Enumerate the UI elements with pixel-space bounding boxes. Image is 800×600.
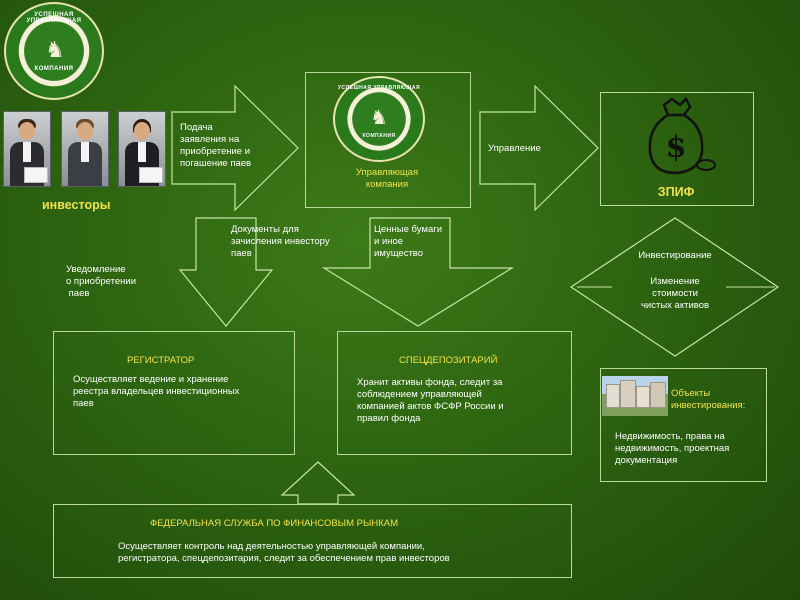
mc-logo-arc-text: УСПЕШНАЯ УПРАВЛЯЮЩАЯ: [337, 85, 421, 91]
objects-box: [600, 368, 767, 482]
notification-text: Уведомление о приобретении паев: [66, 264, 137, 299]
diamond-investing: [569, 217, 780, 357]
depositary-text: Хранит активы фонда, следит за соблюдени…: [357, 377, 504, 424]
fsfr-text: Осуществляет контроль над деятельностью …: [118, 541, 450, 564]
depositary-box: [337, 331, 572, 455]
arrow-securities: [321, 217, 515, 327]
mc-logo-inner-text: КОМПАНИЯ: [362, 133, 396, 139]
logo-badge: УСПЕШНАЯ УПРАВЛЯЮЩАЯ ♞ КОМПАНИЯ: [4, 2, 104, 100]
money-bag-icon: $: [648, 96, 716, 175]
svg-text:$: $: [666, 130, 687, 165]
arrow-oversight: [280, 461, 356, 505]
investor-photo-2: [61, 111, 109, 187]
fsfr-box: [53, 504, 572, 578]
registrar-text: Осуществляет ведение и хранение реестра …: [73, 374, 240, 409]
objects-text: Недвижимость, права на недвижимость, про…: [615, 431, 730, 466]
depositary-title: СПЕЦДЕПОЗИТАРИЙ: [399, 355, 498, 366]
leopard-icon: ♞: [370, 107, 388, 129]
diamond-bottom-text: Изменение стоимости чистых активов: [640, 276, 710, 311]
fund-label: ЗПИФ: [657, 185, 695, 199]
management-company-logo: УСПЕШНАЯ УПРАВЛЯЮЩАЯ ♞ КОМПАНИЯ: [333, 76, 425, 162]
fund-box: [600, 92, 754, 206]
arrow-documents: [178, 217, 274, 327]
investors-label: инвесторы: [42, 198, 111, 212]
registrar-title: РЕГИСТРАТОР: [127, 355, 195, 366]
objects-title: Объекты инвестирования:: [671, 388, 746, 411]
investor-photo-1: [3, 111, 51, 187]
logo-inner-text: КОМПАНИЯ: [34, 66, 74, 72]
leopard-icon: ♞: [45, 37, 65, 62]
securities-text: Ценные бумаги и иное имущество: [374, 224, 443, 259]
diamond-top-text: Инвестирование: [638, 250, 712, 261]
arrow-management: [479, 84, 599, 212]
investor-photo-3: [118, 111, 166, 187]
management-company-label: Управляющая компания: [355, 167, 419, 190]
registrar-box: [53, 331, 295, 455]
management-company-box: [305, 72, 471, 208]
buildings-photo: [602, 376, 668, 416]
documents-text: Документы для зачисления инвестору паев: [231, 224, 330, 259]
fsfr-title: ФЕДЕРАЛЬНАЯ СЛУЖБА ПО ФИНАНСОВЫМ РЫНКАМ: [150, 518, 399, 529]
logo-arc-text: УСПЕШНАЯ УПРАВЛЯЮЩАЯ: [26, 12, 82, 24]
arrow-application: [171, 84, 299, 212]
management-text: Управление: [488, 143, 541, 154]
application-text: Подача заявления на приобретение и погаш…: [180, 122, 252, 169]
